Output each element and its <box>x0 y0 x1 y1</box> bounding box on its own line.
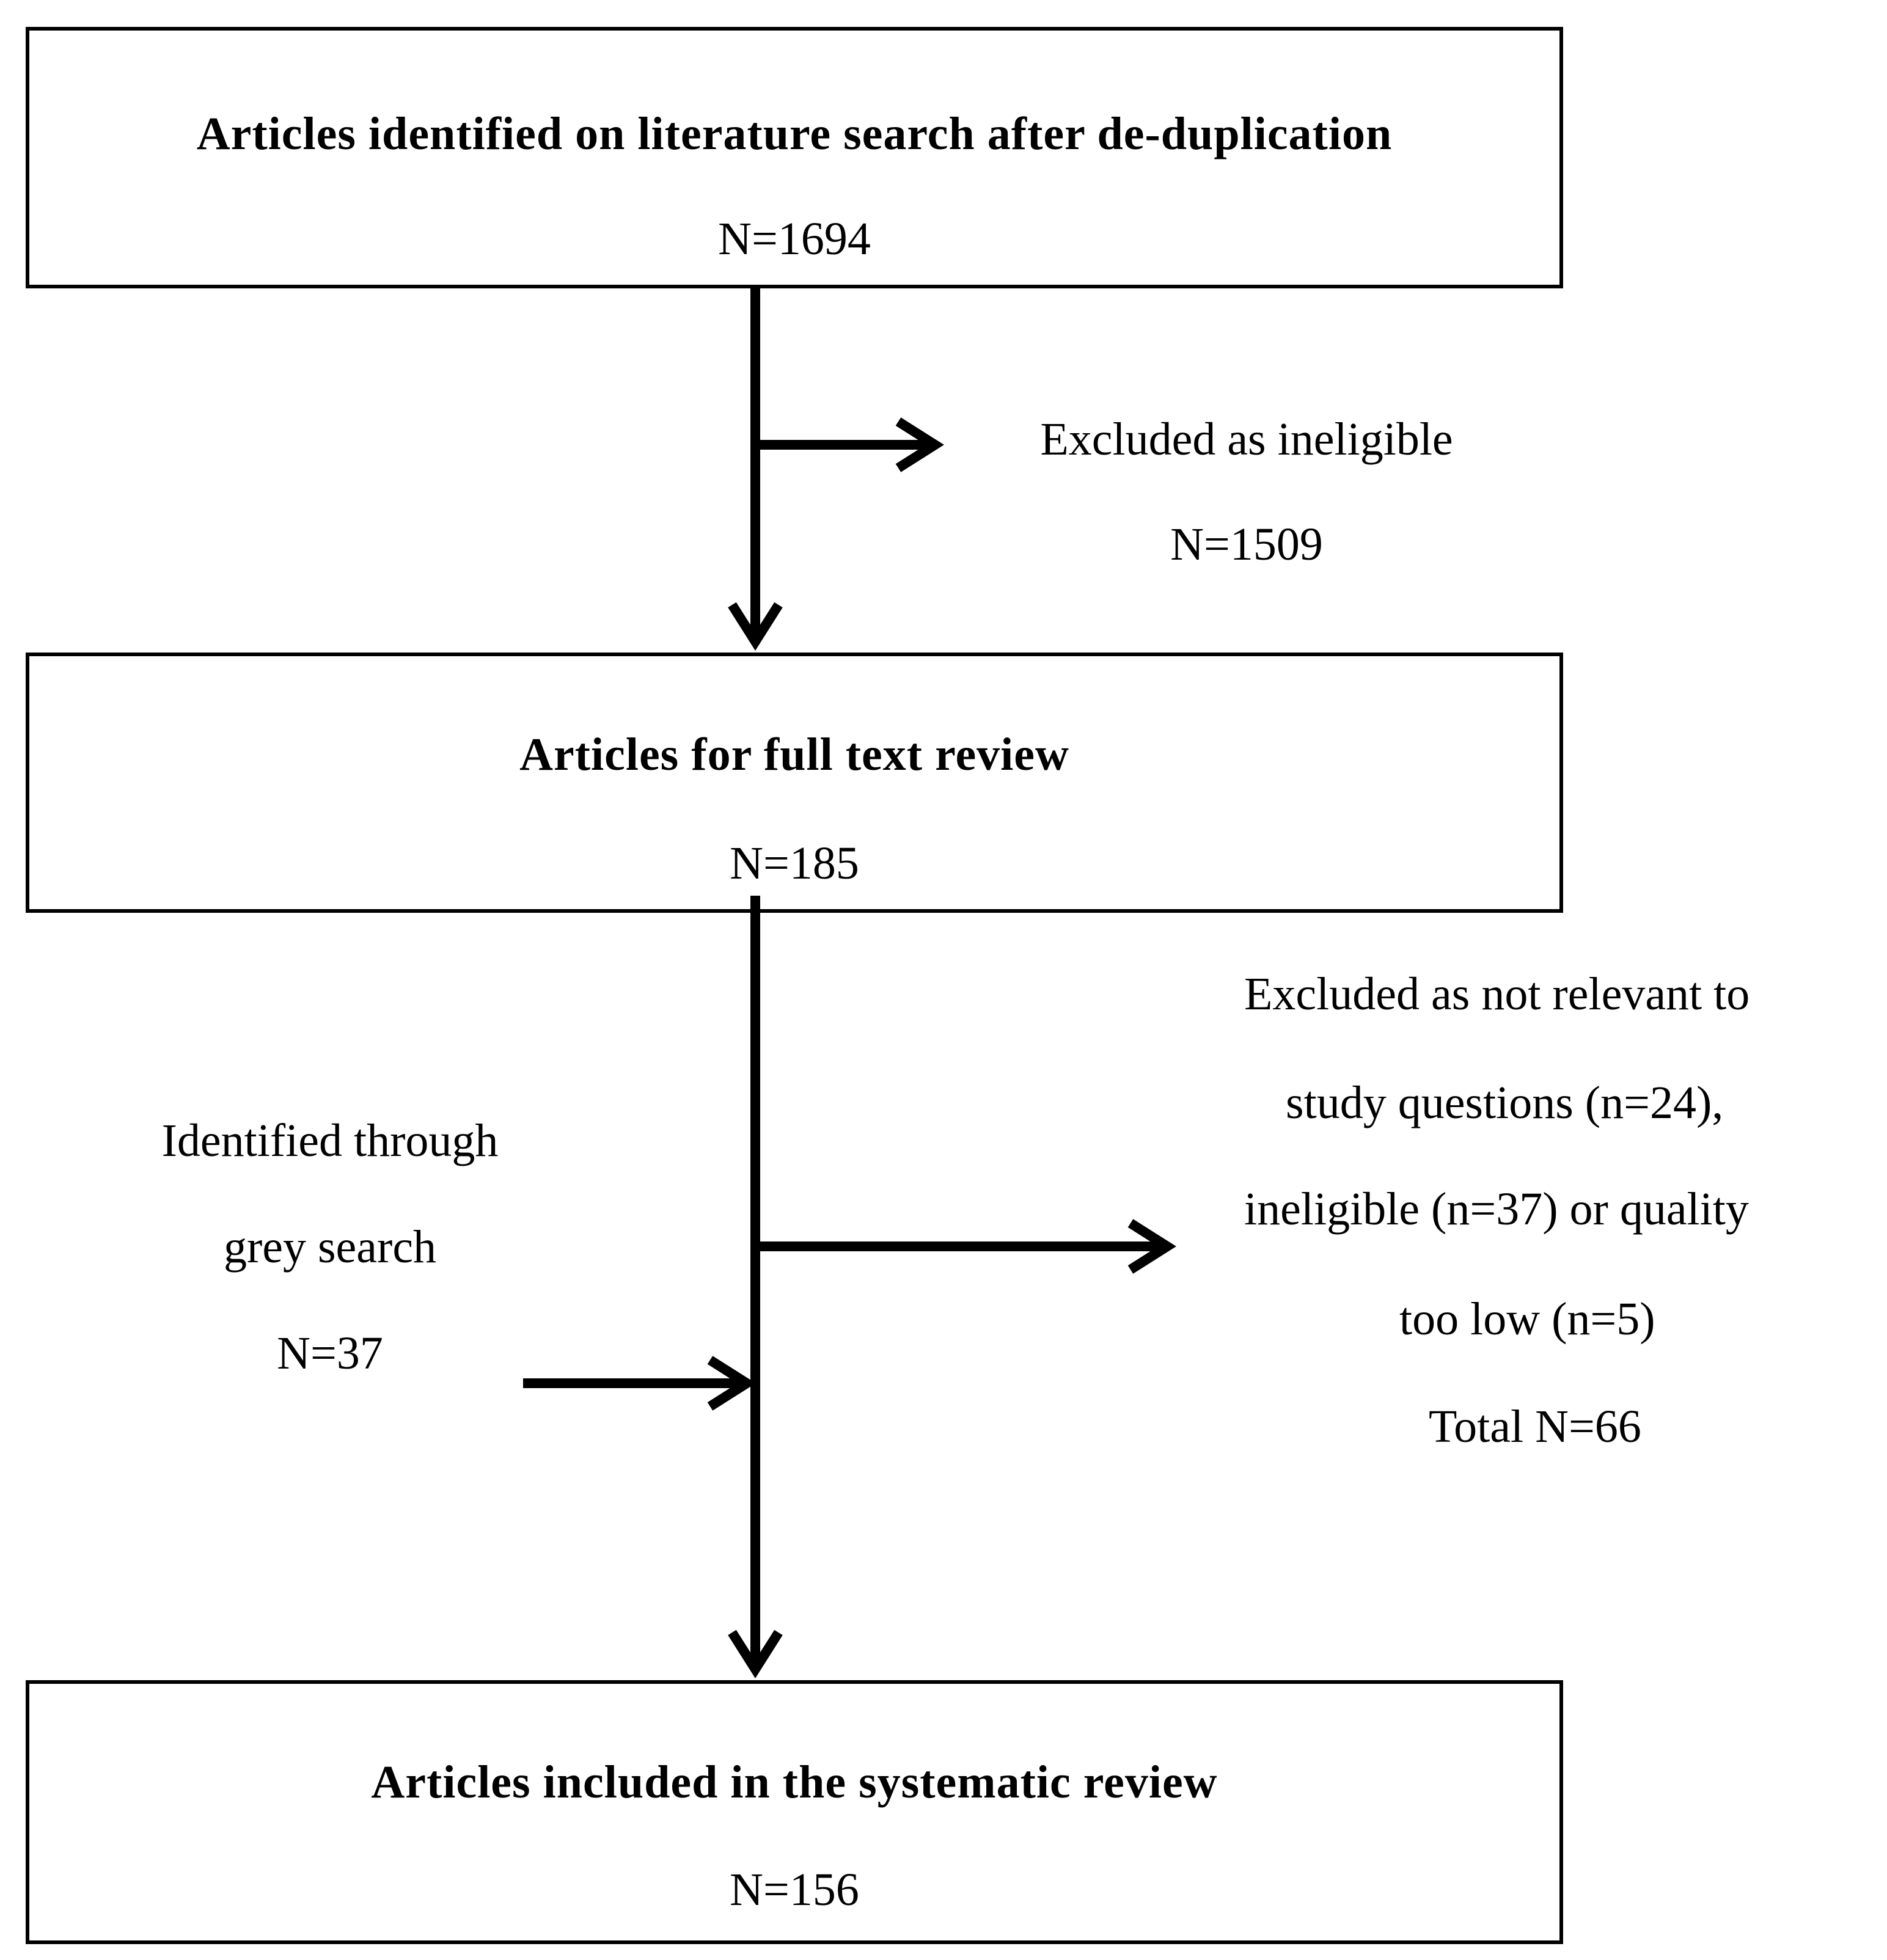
box-full-text-review: Articles for full text review N=185 <box>26 653 1563 913</box>
exclusion-not-relevant-line1: Excluded as not relevant to <box>1244 968 1750 1020</box>
box-full-text-review-title: Articles for full text review <box>519 729 1069 780</box>
arrowhead-into-stage2 <box>728 602 783 651</box>
box-systematic-review: Articles included in the systematic revi… <box>26 1680 1563 1944</box>
grey-search-count: N=37 <box>277 1328 383 1379</box>
grey-search-line2: grey search <box>223 1221 437 1273</box>
arrowhead-into-stage3 <box>728 1629 783 1678</box>
exclusion-not-relevant-line2: study questions (n=24), <box>1286 1077 1724 1128</box>
arrowhead-exclusion2 <box>1127 1219 1176 1274</box>
exclusion-not-relevant-line4: too low (n=5) <box>1399 1293 1655 1345</box>
grey-search-line1: Identified through <box>161 1115 499 1166</box>
exclusion-not-relevant-line3: ineligible (n=37) or quality <box>1244 1183 1749 1235</box>
box-literature-search-title: Articles identified on literature search… <box>196 108 1393 159</box>
box-literature-search: Articles identified on literature search… <box>26 27 1563 288</box>
exclusion-total-count: Total N=66 <box>1429 1401 1641 1452</box>
box-systematic-review-title: Articles included in the systematic revi… <box>371 1757 1218 1808</box>
arrowhead-grey-search <box>707 1356 756 1411</box>
box-systematic-review-count: N=156 <box>730 1864 859 1915</box>
exclusion-ineligible-count: N=1509 <box>1170 519 1323 570</box>
arrowhead-exclusion1 <box>895 417 944 472</box>
exclusion-ineligible-label: Excluded as ineligible <box>1040 414 1453 465</box>
box-literature-search-count: N=1694 <box>718 213 871 265</box>
box-full-text-review-count: N=185 <box>730 838 859 889</box>
